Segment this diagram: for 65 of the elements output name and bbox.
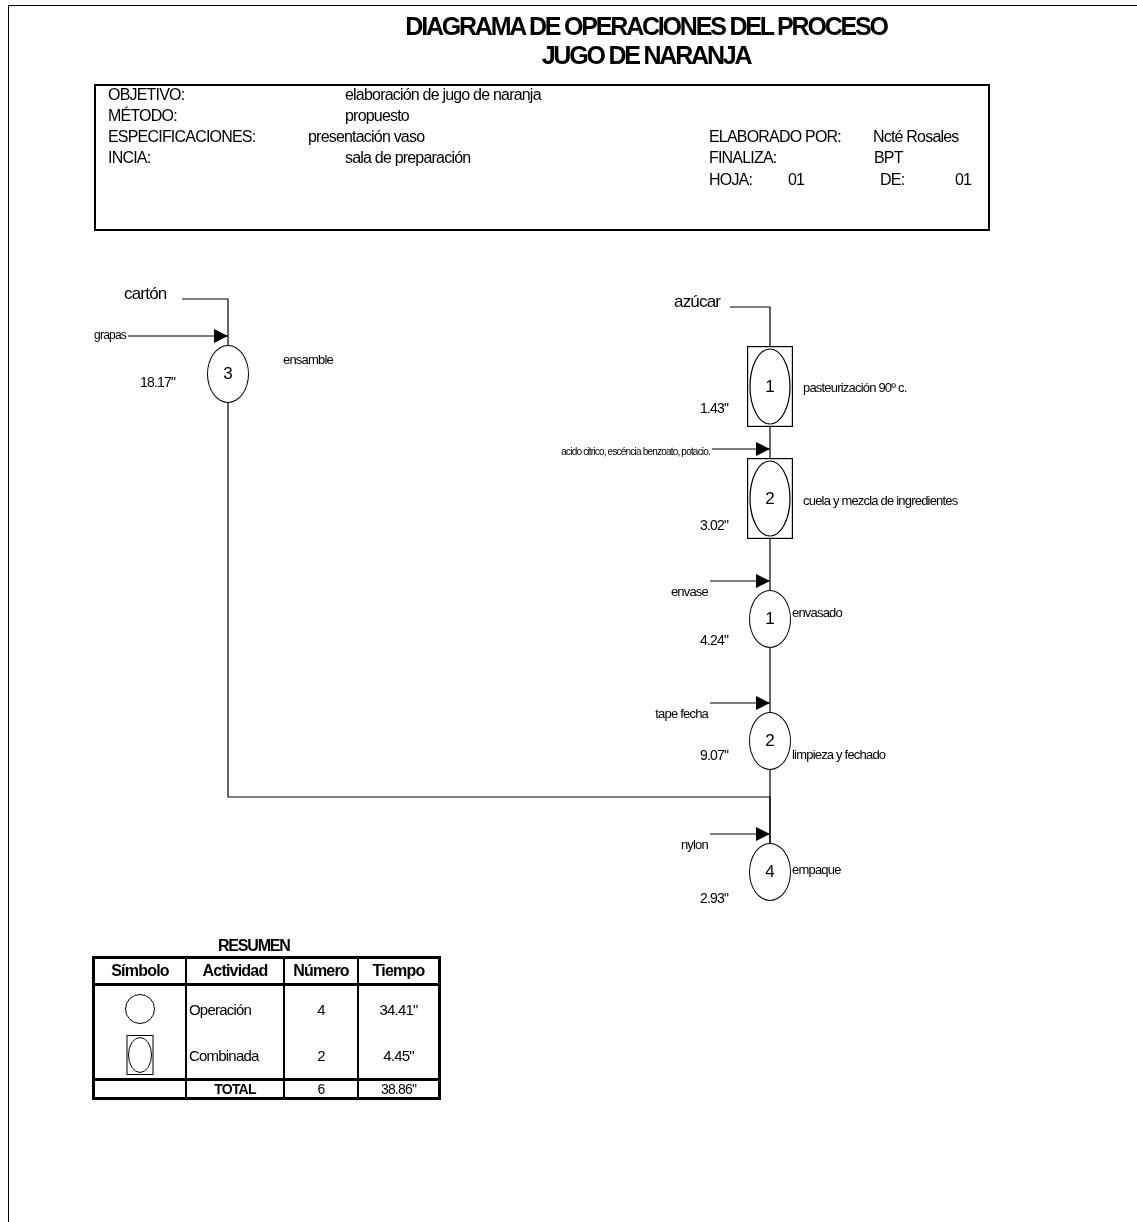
table-cell: 2 — [284, 1032, 358, 1080]
step-label: empaque — [792, 862, 841, 877]
material-label: nylon — [660, 837, 708, 855]
step-label: pasteurización 90º c. — [803, 380, 907, 395]
field-value: elaboración de jugo de naranja — [345, 86, 541, 104]
connector-line — [769, 647, 771, 713]
column-header: Número — [284, 957, 358, 985]
table-cell: 34.41" — [358, 984, 440, 1032]
table-title: RESUMEN — [218, 937, 290, 955]
column-header: Actividad — [186, 957, 284, 985]
arrow — [709, 827, 771, 841]
time-label: 4.24" — [700, 632, 729, 648]
step-label: cuela y mezcla de ingredientes — [803, 493, 958, 508]
table-cell: TOTAL — [186, 1079, 284, 1099]
field-label: DE: — [880, 171, 905, 189]
time-label: 18.17" — [140, 374, 176, 390]
material-label: acido citrico, escéncia benzoato, potacio. — [560, 441, 710, 485]
field-label: MÉTODO: — [108, 107, 177, 125]
combined-activity-symbol: 2 — [747, 458, 793, 539]
operation-symbol: 3 — [207, 345, 249, 403]
time-label: 9.07" — [700, 747, 729, 763]
connector-line — [769, 426, 771, 459]
material-label: envase — [660, 584, 708, 602]
arrow — [709, 574, 771, 588]
combined-activity-symbol: 1 — [747, 346, 793, 427]
time-label: 3.02" — [700, 517, 729, 533]
arrow — [709, 696, 771, 710]
table-cell: 6 — [284, 1079, 358, 1099]
connector-line — [181, 298, 229, 346]
field-label: ELABORADO POR: — [709, 128, 841, 146]
field-label: INCIA: — [108, 149, 151, 167]
time-label: 1.43" — [700, 400, 729, 416]
time-label: 2.93" — [700, 890, 729, 906]
table-cell: Operación — [186, 984, 284, 1032]
step-label: ensamble — [283, 352, 333, 367]
material-label: tape fecha — [630, 706, 708, 724]
table-cell: 4 — [284, 984, 358, 1032]
connector-line — [769, 538, 771, 591]
connector-line — [227, 402, 771, 844]
diagram-title: DIAGRAMA DE OPERACIONES DEL PROCESO JUGO DE NARANJA — [404, 12, 889, 70]
field-value: 01 — [955, 171, 972, 189]
field-value: presentación vaso — [308, 128, 425, 146]
material-label: grapas — [80, 328, 126, 344]
column-header: Símbolo — [93, 957, 186, 985]
material-label: cartón — [124, 284, 180, 306]
material-label: azúcar — [674, 292, 728, 314]
field-label: ESPECIFICACIONES: — [108, 128, 256, 146]
field-label: FINALIZA: — [709, 149, 777, 167]
connector-line — [729, 306, 771, 347]
operation-symbol: 1 — [749, 590, 791, 648]
operation-symbol: 4 — [749, 843, 791, 901]
operation-symbol: 2 — [749, 712, 791, 770]
field-value: BPT — [874, 149, 903, 167]
field-value: sala de preparación — [345, 149, 471, 167]
field-value: 01 — [788, 171, 805, 189]
arrow — [711, 442, 771, 456]
table-cell: Combinada — [186, 1032, 284, 1080]
field-label: HOJA: — [709, 171, 753, 189]
field-label: OBJETIVO: — [108, 86, 185, 104]
table-cell: 4.45" — [358, 1032, 440, 1080]
arrow — [127, 329, 229, 343]
field-value: Ncté Rosales — [873, 128, 959, 146]
field-value: propuesto — [345, 107, 409, 125]
step-label: limpieza y fechado — [792, 747, 886, 762]
step-label: envasado — [792, 605, 842, 620]
